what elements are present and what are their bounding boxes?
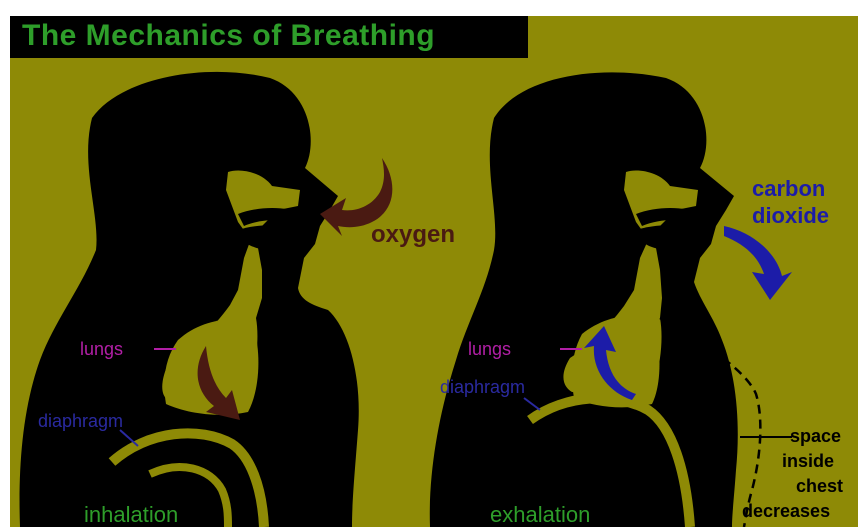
chest-note-line1: space xyxy=(790,427,841,445)
left-figure xyxy=(20,72,393,527)
right-figure xyxy=(430,72,792,527)
page-title: The Mechanics of Breathing xyxy=(22,19,435,53)
exhalation-label: exhalation xyxy=(490,504,590,526)
chest-note-line2: inside xyxy=(782,452,834,470)
chest-note-line3: chest xyxy=(796,477,843,495)
lungs-label-right: lungs xyxy=(468,340,511,358)
oxygen-label: oxygen xyxy=(371,223,455,247)
carbon-dioxide-label-line1: carbon xyxy=(752,178,825,200)
inhalation-label: inhalation xyxy=(84,504,178,526)
diaphragm-label-right: diaphragm xyxy=(440,378,525,396)
carbon-dioxide-arrow xyxy=(724,226,792,300)
right-head-silhouette xyxy=(430,72,738,527)
carbon-dioxide-label-line2: dioxide xyxy=(752,205,829,227)
lungs-label-left: lungs xyxy=(80,340,123,358)
chest-note-line4: decreases xyxy=(742,502,830,520)
diaphragm-label-left: diaphragm xyxy=(38,412,123,430)
left-head-silhouette xyxy=(20,72,359,527)
